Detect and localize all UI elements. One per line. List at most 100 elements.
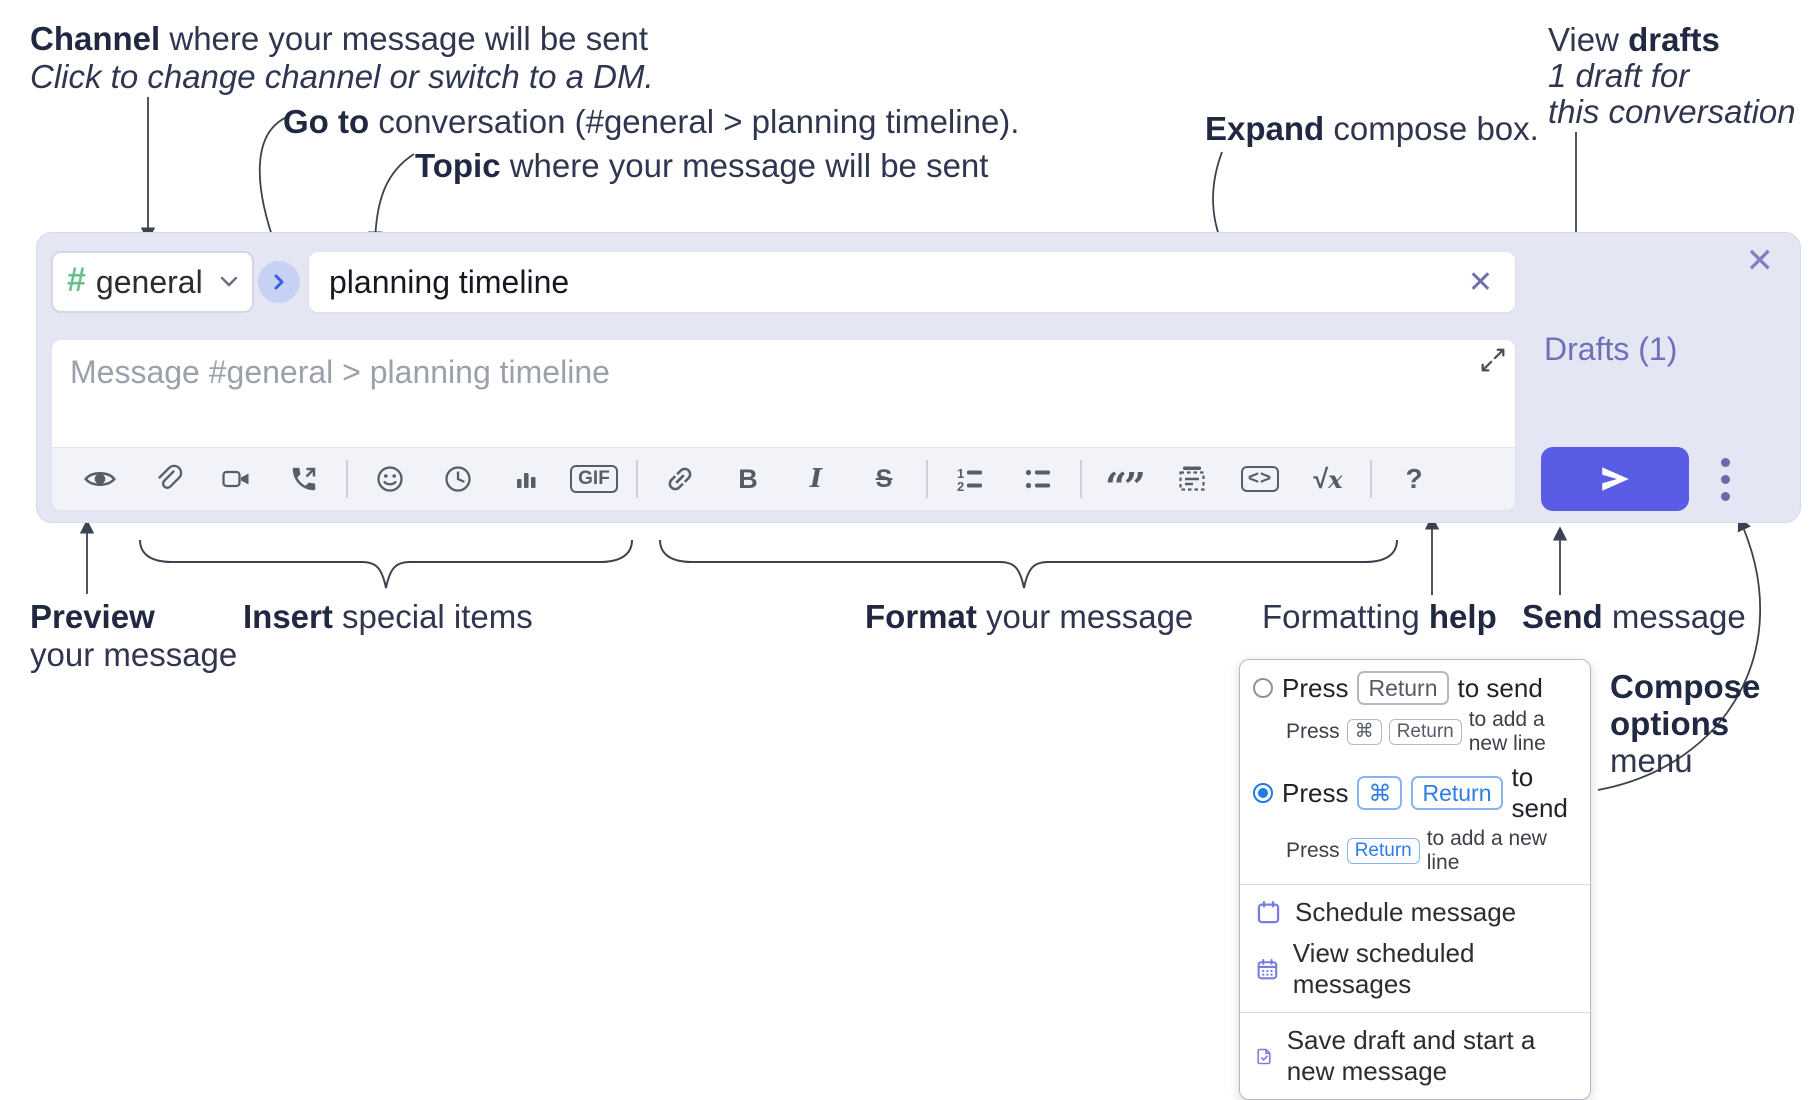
strikethrough-button[interactable]: S [850, 448, 918, 510]
attach-icon [158, 464, 183, 489]
help-icon: ? [1405, 463, 1423, 494]
option-cmd-enter-sends-hint: Press Return to add a new line [1286, 827, 1547, 874]
annotation-view-drafts: View drafts 1 draft for this conversatio… [1548, 21, 1796, 130]
expand-compose-icon[interactable] [1478, 345, 1508, 375]
math-button[interactable]: √x [1294, 448, 1362, 510]
save-draft-icon [1257, 1048, 1271, 1064]
return-key: Return [1357, 671, 1449, 705]
menu-divider [1240, 884, 1590, 885]
message-input[interactable] [52, 340, 1515, 447]
svg-text:2: 2 [957, 479, 964, 494]
annotation-send-message: Send message [1522, 598, 1746, 635]
clear-topic-icon[interactable]: ✕ [1467, 265, 1493, 299]
channel-hash-icon: # [67, 261, 86, 299]
drafts-link[interactable]: Drafts (1) [1544, 331, 1678, 367]
radio-checked-icon[interactable] [1253, 783, 1273, 803]
compose-box: ✕ # general ✕ [36, 232, 1801, 523]
bulleted-list-icon [1025, 469, 1050, 489]
strikethrough-icon: S [875, 464, 893, 493]
time-button[interactable] [424, 448, 492, 510]
math-icon: √x [1313, 463, 1343, 494]
calendar-icon [1257, 901, 1280, 924]
spoiler-button[interactable] [1158, 448, 1226, 510]
return-key: Return [1388, 719, 1462, 745]
go-to-conversation-button[interactable] [258, 261, 300, 303]
preview-icon [84, 472, 116, 486]
code-icon: <> [1240, 466, 1280, 492]
bold-button[interactable]: B [714, 448, 782, 510]
time-icon [445, 466, 471, 492]
annotation-format: Format your message [865, 598, 1194, 635]
send-button[interactable] [1541, 447, 1689, 511]
channel-name: general [95, 263, 203, 300]
spoiler-icon [1179, 466, 1205, 491]
emoji-icon [377, 466, 403, 492]
chevron-right-icon [274, 274, 284, 290]
message-panel: GIF B I S 12 “” [51, 339, 1516, 511]
compose-options-button[interactable] [1703, 449, 1747, 509]
close-compose-icon[interactable]: ✕ [1745, 242, 1775, 280]
return-key: Return [1411, 776, 1503, 810]
menu-item-schedule-message[interactable]: Schedule message [1240, 892, 1590, 933]
calendar-grid-icon [1257, 958, 1278, 979]
annotation-topic: Topic where your message will be sent [415, 147, 989, 184]
cmd-key: ⌘ [1357, 776, 1403, 810]
emoji-button[interactable] [356, 448, 424, 510]
annotation-goto: Go to conversation (#general > planning … [283, 103, 1020, 140]
chevron-down-icon [220, 276, 238, 287]
cmd-key: ⌘ [1346, 719, 1382, 745]
svg-text:1: 1 [957, 466, 964, 481]
option-enter-sends[interactable]: Press Return to send [1240, 667, 1590, 705]
toolbar-divider [346, 460, 348, 498]
menu-item-save-draft[interactable]: Save draft and start a new message [1240, 1020, 1590, 1092]
attach-file-button[interactable] [134, 448, 202, 510]
brace-insert [139, 539, 633, 589]
annotation-compose-options: Compose options menu [1610, 668, 1761, 779]
option-enter-sends-hint: Press ⌘ Return to add a new line [1286, 708, 1546, 755]
italic-button[interactable]: I [782, 448, 850, 510]
quote-button[interactable]: “” [1090, 448, 1158, 510]
bulleted-list-button[interactable] [1004, 448, 1072, 510]
poll-icon [517, 473, 536, 488]
video-call-button[interactable] [202, 448, 270, 510]
italic-icon: I [809, 464, 823, 494]
channel-selector[interactable]: # general [51, 251, 254, 313]
quote-icon: “” [1105, 464, 1146, 509]
arrow-topic [368, 153, 415, 246]
menu-divider [1240, 1012, 1590, 1013]
voice-call-button[interactable] [270, 448, 338, 510]
message-formatting-button[interactable]: ? [1380, 448, 1448, 510]
annotation-formatting-help: Formatting help [1262, 598, 1497, 635]
toolbar-divider [1080, 460, 1082, 498]
compose-options-menu: Press Return to send Press ⌘ Return to a… [1239, 659, 1591, 1100]
voice-call-icon [292, 467, 316, 491]
ellipsis-icon [1720, 457, 1730, 467]
preview-button[interactable] [66, 448, 134, 510]
annotation-channel: Channel where your message will be sent [30, 20, 649, 57]
radio-unchecked-icon[interactable] [1253, 678, 1273, 698]
video-call-icon [222, 470, 249, 488]
link-button[interactable] [646, 448, 714, 510]
annotation-insert: Insert special items [243, 598, 533, 635]
send-icon [1602, 467, 1629, 491]
gif-icon: GIF [570, 465, 618, 493]
annotation-expand: Expand compose box. [1205, 110, 1539, 147]
toolbar-divider [926, 460, 928, 498]
bold-icon: B [738, 463, 758, 494]
gif-button[interactable]: GIF [560, 448, 628, 510]
topic-input[interactable] [327, 262, 1464, 302]
brace-format [659, 539, 1398, 589]
link-icon [668, 467, 692, 491]
code-button[interactable]: <> [1226, 448, 1294, 510]
poll-button[interactable] [492, 448, 560, 510]
toolbar-divider [636, 460, 638, 498]
annotation-channel-sub: Click to change channel or switch to a D… [30, 58, 654, 95]
option-cmd-enter-sends[interactable]: Press ⌘ Return to send [1240, 758, 1590, 824]
toolbar-divider [1370, 460, 1372, 498]
topic-input-wrapper: ✕ [308, 251, 1516, 313]
return-key: Return [1346, 838, 1420, 864]
numbered-list-icon: 12 [957, 466, 982, 494]
